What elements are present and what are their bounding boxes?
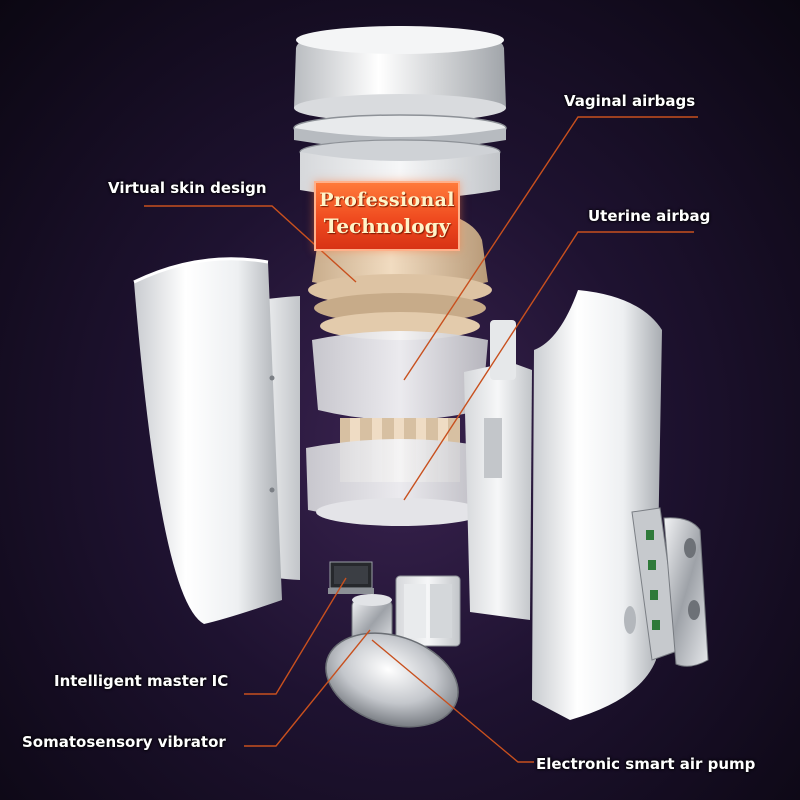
leader-vibrator [244, 629, 371, 747]
label-electronic-smart-air-pump: Electronic smart air pump [536, 755, 756, 773]
label-uterine-airbag: Uterine airbag [588, 207, 711, 225]
uterine-airbag-lower [306, 439, 494, 526]
leader-virtual-skin [144, 205, 357, 283]
battery-bracket [663, 517, 709, 667]
leader-vaginal-airbags [403, 116, 698, 381]
vaginal-airbag-upper [312, 331, 488, 420]
leader-lines [144, 116, 698, 763]
master-ic-chip [328, 561, 374, 594]
inner-shell-right [464, 320, 532, 620]
label-vaginal-airbags: Vaginal airbags [564, 92, 696, 110]
label-somatosensory-vibrator: Somatosensory vibrator [22, 733, 226, 751]
outer-shell-left [133, 257, 282, 624]
base-disc [325, 632, 459, 728]
leader-air-pump [371, 639, 534, 763]
leader-master-ic [244, 577, 347, 695]
air-pump [395, 575, 461, 647]
outer-shell-right [532, 290, 662, 720]
leader-uterine-airbag [403, 231, 694, 501]
top-cap [294, 26, 506, 122]
badge-line-1: Professional [319, 189, 455, 211]
label-intelligent-master-ic: Intelligent master IC [54, 672, 229, 690]
label-virtual-skin-design: Virtual skin design [108, 179, 267, 197]
professional-technology-badge: Professional Technology [314, 181, 460, 251]
badge-line-2: Technology [323, 214, 451, 238]
